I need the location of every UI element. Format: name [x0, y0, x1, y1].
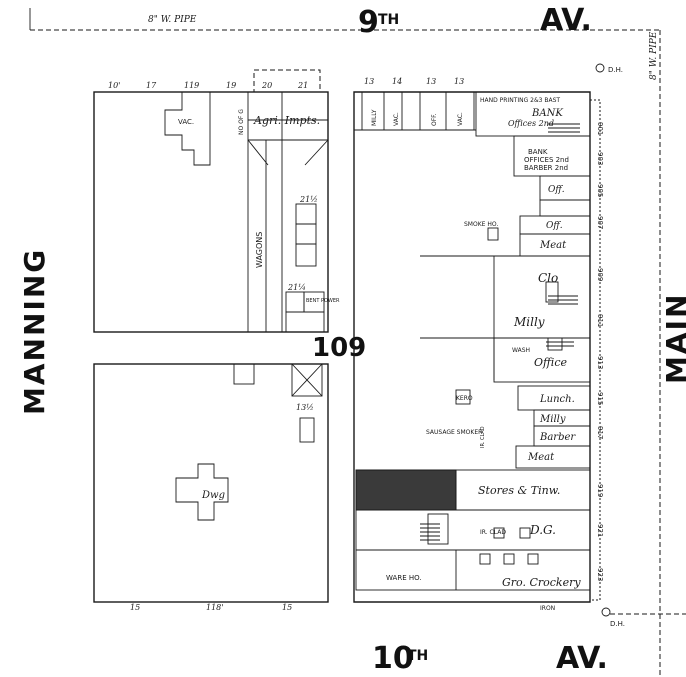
east-clo: Clo	[538, 271, 558, 285]
east-store-milly: MILLY	[371, 109, 378, 126]
block-number: 109	[312, 333, 366, 363]
east-store-vac-2: VAC.	[457, 112, 464, 126]
east-offices-barber: OFFICES 2nd	[524, 156, 569, 164]
east-gro-crockery: Gro. Crockery	[502, 576, 581, 589]
east-top-13b: 13	[426, 77, 436, 86]
east-top-14: 14	[392, 77, 402, 86]
east-office: Office	[534, 356, 567, 369]
west-lot-119: 119	[184, 81, 199, 90]
street-10th-av: AV.	[556, 641, 608, 676]
east-bank: BANK	[531, 108, 563, 119]
address-901: 901	[596, 122, 604, 135]
east-meat-2: Meat	[527, 452, 555, 463]
west-agri-impts: Agri. Impts.	[253, 114, 320, 127]
west-bent-power: BENT POWER	[306, 298, 340, 304]
stairs	[420, 123, 580, 541]
pipe-label-east: 8" W. PIPE	[649, 31, 659, 80]
east-sausage-smoker: SAUSAGE SMOKER	[426, 429, 482, 436]
east-lunch: Lunch.	[539, 394, 575, 405]
east-store-vac: VAC.	[393, 112, 400, 126]
east-barber-2: Barber	[539, 432, 576, 443]
west-bottom-118: 118'	[206, 603, 223, 612]
east-ir-clad-2: IR. CLAD	[480, 529, 506, 536]
west-vac-label: VAC.	[178, 118, 194, 126]
west-lot-21-half: 21½	[299, 195, 318, 204]
brick-building	[355, 469, 457, 511]
hydrant-south-icon	[601, 607, 611, 617]
west-wagons: WAGONS	[255, 232, 264, 268]
west-lot-21: 21	[297, 81, 308, 90]
hydrant-south-label: D.H.	[610, 620, 625, 628]
street-main: MAIN	[660, 293, 686, 384]
west-lot-19: 19	[226, 81, 236, 90]
east-barber-2nd: BARBER 2nd	[524, 164, 568, 172]
west-bottom-15a: 15	[130, 603, 140, 612]
east-top-13a: 13	[364, 77, 374, 86]
east-millinery: Milly	[513, 315, 545, 329]
west-lot-10: 10'	[108, 81, 120, 90]
street-manning: MANNING	[18, 248, 51, 415]
west-no-of-g: NO OF G	[238, 109, 245, 135]
west-lot-17: 17	[146, 81, 157, 90]
street-9th-av: AV.	[540, 3, 592, 38]
east-stores-tinw: Stores & Tinw.	[478, 484, 560, 497]
west-block-south	[93, 363, 329, 603]
east-smoke-ho: SMOKE HO.	[464, 221, 498, 228]
west-dwelling: Dwg	[201, 490, 225, 501]
east-offices-2nd: Offices 2nd	[508, 119, 554, 128]
address-911: 911	[596, 314, 604, 327]
street-10th-suffix: TH	[407, 648, 428, 664]
east-off-2: Off.	[546, 221, 563, 231]
west-block-north	[93, 69, 329, 333]
hydrant-north-label: D.H.	[608, 66, 623, 74]
east-store-off: OFF.	[431, 113, 438, 126]
east-milly-2: Milly	[539, 414, 566, 425]
west-lot-13-half: 13½	[296, 403, 314, 412]
east-iron: IRON	[540, 605, 555, 612]
street-10th-number: 10	[372, 641, 414, 676]
east-block-outline	[353, 91, 591, 603]
street-9th-suffix: TH	[378, 12, 399, 28]
pipe-label-north: 8" W. PIPE	[148, 15, 197, 25]
west-lot-20: 20	[261, 81, 272, 90]
east-top-13c: 13	[454, 77, 464, 86]
east-meat: Meat	[539, 240, 567, 251]
street-9th-number: 9	[358, 5, 379, 40]
west-bottom-15b: 15	[282, 603, 292, 612]
east-kero: KERO	[456, 395, 473, 402]
awning-dashes	[590, 99, 601, 601]
east-hand-printing: HAND PRINTING 2&3 BAST	[480, 97, 560, 104]
west-lot-21-quarter: 21¼	[287, 283, 306, 292]
east-dg: D.G.	[529, 523, 556, 537]
east-wash: WASH	[512, 347, 530, 354]
address-917: 917	[596, 426, 604, 439]
east-ware-ho: WARE HO.	[386, 574, 422, 582]
hydrant-north-icon	[595, 63, 605, 73]
east-bank-2: BANK	[528, 148, 548, 156]
east-off: Off.	[548, 185, 565, 195]
east-ir-clad: IR. CLAD	[480, 426, 486, 448]
